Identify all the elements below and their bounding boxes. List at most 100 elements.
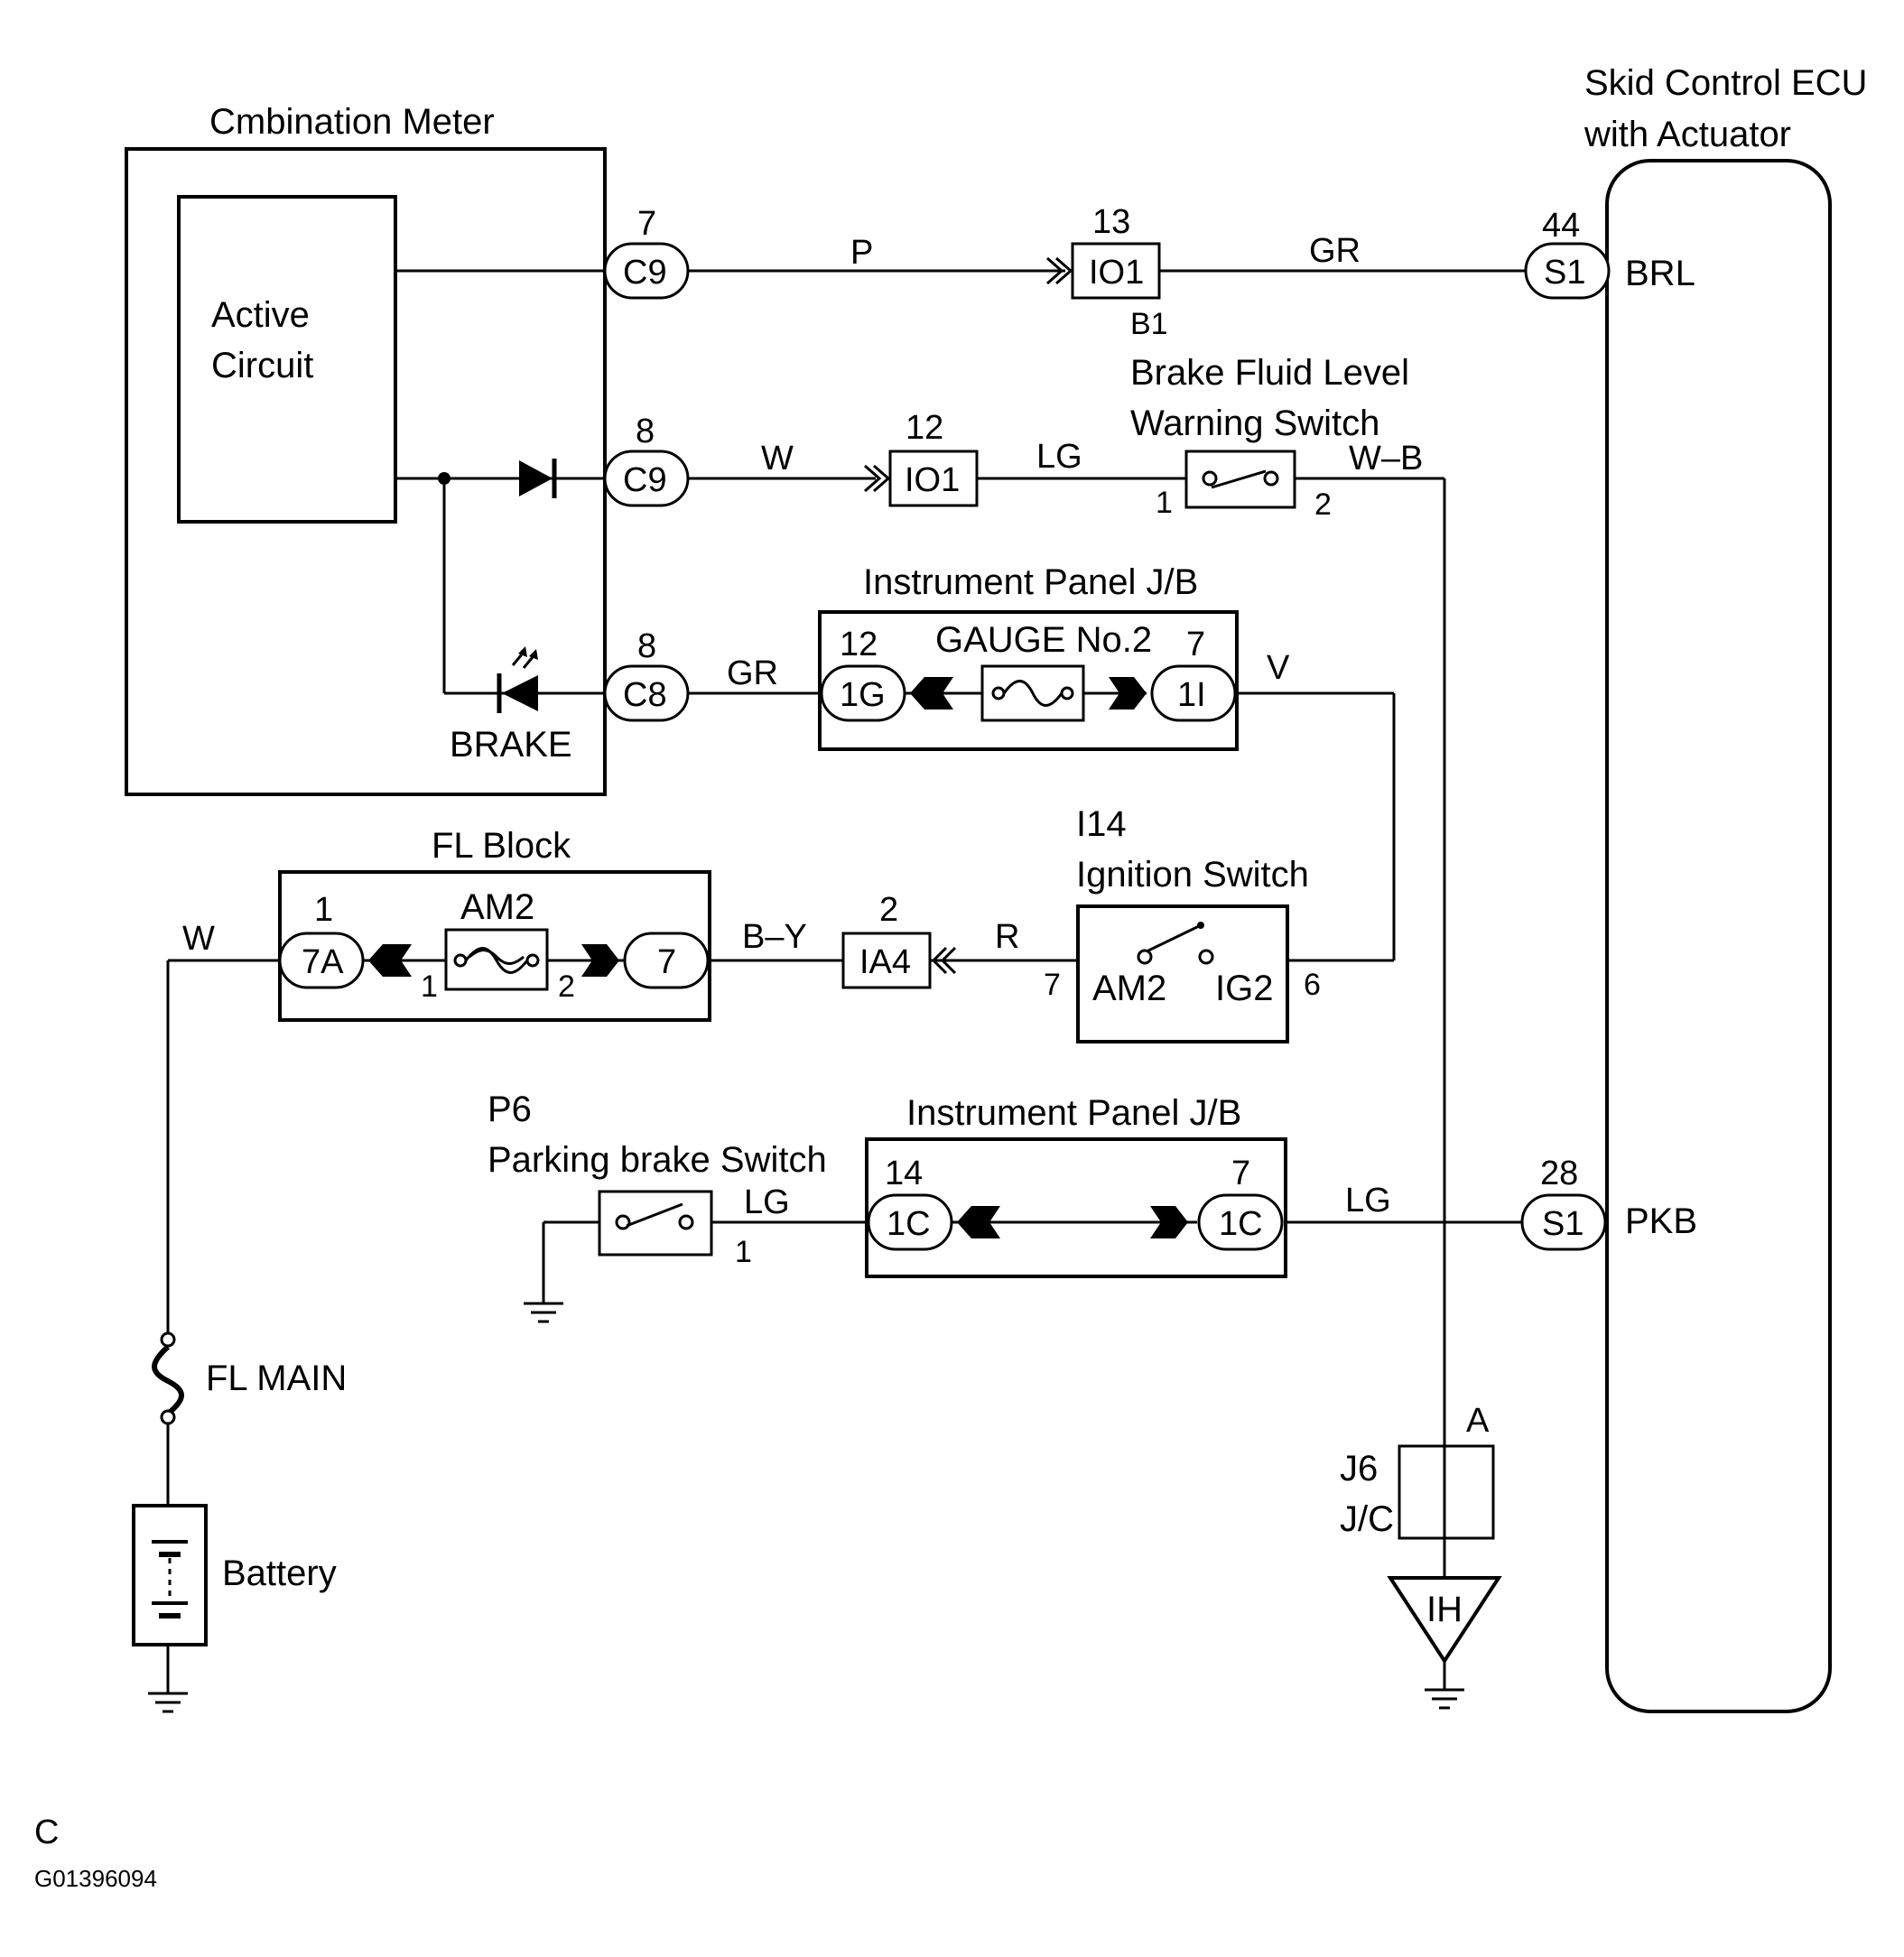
am2-pin-2: 2 (558, 969, 575, 1004)
wire-label-lg-ecu: LG (1345, 1182, 1391, 1220)
jc-box (1398, 1444, 1495, 1540)
connector-7a (278, 932, 365, 989)
brake-led-icon (497, 646, 538, 713)
wire-label-lg: LG (1036, 438, 1082, 476)
connector-pin: 2 (879, 891, 898, 929)
male-terminal-icon (1150, 1206, 1188, 1238)
wire-label-gr-mid: GR (727, 654, 778, 692)
fusible-link-icon (152, 1344, 184, 1416)
fl-main-fuse: FL MAIN (152, 1331, 347, 1425)
wire-label-v: V (1267, 649, 1290, 687)
connector-1g-name: 1G (840, 676, 886, 714)
ground-point-icon (1387, 1576, 1502, 1665)
brake-fluid-level-switch: B1 Brake Fluid Level Warning Switch 1 2 (1130, 307, 1409, 522)
female-terminal-icon (368, 944, 412, 977)
connector-1i (1150, 664, 1237, 722)
connector-c9-pin7: 7 C9 (603, 205, 690, 300)
junction-dot (438, 472, 450, 485)
connector-1c-right-name: 1C (1219, 1205, 1263, 1243)
footer-letter: C (34, 1813, 59, 1851)
footer-code: G01396094 (34, 1865, 157, 1892)
wire-label-r: R (995, 918, 1019, 956)
wire-label-gr-top: GR (1309, 232, 1361, 270)
connector-pin: 12 (906, 409, 943, 447)
active-circuit-label-1: Active (211, 295, 310, 335)
connector-pin: 13 (1092, 203, 1130, 241)
instrument-panel-jb-top: Instrument Panel J/B 12 1G GAUGE No.2 7 … (818, 562, 1239, 751)
connector-pin: 44 (1542, 207, 1580, 245)
gauge-fuse-label: GAUGE No.2 (935, 620, 1152, 660)
connector-c9-pin8: 8 C9 (603, 413, 690, 507)
connector-name: IO1 (1089, 254, 1144, 292)
ignition-pin-6: 6 (1304, 968, 1321, 1002)
switch-icon (615, 1202, 694, 1230)
connector-1c-right (1197, 1193, 1284, 1251)
wire-label-wb: W–B (1349, 440, 1423, 478)
combination-meter-label: Cmbination Meter (209, 102, 495, 142)
fuse-wave (464, 947, 529, 974)
am2-pin-1: 1 (421, 969, 438, 1004)
inline-connector-icon (864, 464, 891, 493)
ground-icon (148, 1692, 188, 1713)
connector-1i-pin: 7 (1186, 626, 1205, 663)
parking-brake-label: Parking brake Switch (488, 1140, 827, 1180)
ipjb-top-label: Instrument Panel J/B (863, 562, 1198, 602)
ignition-switch: I14 Ignition Switch AM2 IG2 7 6 (1044, 804, 1321, 1043)
connector-c8-pin8: 8 C8 (603, 627, 690, 722)
battery-icon (132, 1504, 208, 1646)
brake-lamp-label: BRAKE (450, 725, 572, 765)
ecu-pkb-terminal: PKB (1625, 1201, 1697, 1241)
ipjb-bottom-label: Instrument Panel J/B (906, 1093, 1241, 1133)
connector-7a-pin: 1 (314, 891, 333, 929)
connector-pin: 28 (1540, 1155, 1578, 1192)
wire-label-lg-pk: LG (744, 1183, 790, 1221)
connector-1g-pin: 12 (840, 626, 878, 663)
connector-name: C9 (623, 461, 667, 499)
connector-io1-pin13: 13 IO1 (1046, 203, 1161, 300)
fuse-wave (1002, 680, 1063, 707)
connector-1c-left-name: 1C (887, 1205, 931, 1243)
fl-main-label: FL MAIN (206, 1359, 347, 1398)
connector-name: IO1 (905, 461, 960, 499)
battery-label: Battery (222, 1554, 337, 1593)
connector-7-name: 7 (657, 943, 676, 981)
active-circuit-label-2: Circuit (211, 346, 313, 385)
connector-name: IA4 (859, 943, 911, 981)
connector-name: C9 (623, 254, 667, 292)
connector-7 (623, 932, 710, 989)
parking-brake-pin-1: 1 (735, 1235, 752, 1269)
ground-icon (1425, 1688, 1464, 1710)
fl-block-label: FL Block (432, 826, 571, 866)
jc-id: J6 (1340, 1449, 1378, 1489)
am2-fuse-label: AM2 (460, 887, 534, 927)
parking-brake-id: P6 (488, 1090, 532, 1129)
jc-pin-a: A (1466, 1402, 1490, 1440)
connector-7a-name: 7A (302, 943, 344, 981)
connector-pin: 8 (637, 627, 656, 665)
active-circuit-box (177, 195, 397, 524)
connector-s1-pin44: 44 S1 (1524, 207, 1611, 300)
skid-ecu-label-1: Skid Control ECU (1584, 63, 1867, 103)
male-terminal-icon (581, 944, 619, 977)
switch-icon (1202, 469, 1279, 489)
ignition-ig2-terminal: IG2 (1215, 969, 1273, 1008)
ignition-am2-terminal: AM2 (1092, 969, 1166, 1008)
female-terminal-icon (910, 677, 953, 710)
connector-1c-left-pin: 14 (885, 1155, 923, 1192)
ignition-label: Ignition Switch (1076, 855, 1309, 895)
ground-ih-label: IH (1426, 1590, 1463, 1629)
wire-label-by: B–Y (742, 918, 807, 956)
pin-1: 1 (1156, 486, 1173, 520)
inline-connector-icon (1046, 256, 1073, 285)
junction-connector-j6: A J6 J/C (1340, 1402, 1495, 1540)
fuse-wave-2 (469, 949, 525, 965)
fl-block: FL Block 1 7A AM2 1 2 7 (278, 826, 711, 1022)
connector-name: S1 (1544, 254, 1585, 292)
wire-label-w: W (761, 440, 794, 478)
inline-connector-icon (931, 946, 957, 975)
connector-1g (820, 664, 906, 722)
connector-1c-right-pin: 7 (1231, 1155, 1250, 1192)
brake-fluid-label-1: Brake Fluid Level (1130, 353, 1409, 393)
combination-meter: Cmbination Meter Active Circuit BRAKE (125, 102, 607, 796)
